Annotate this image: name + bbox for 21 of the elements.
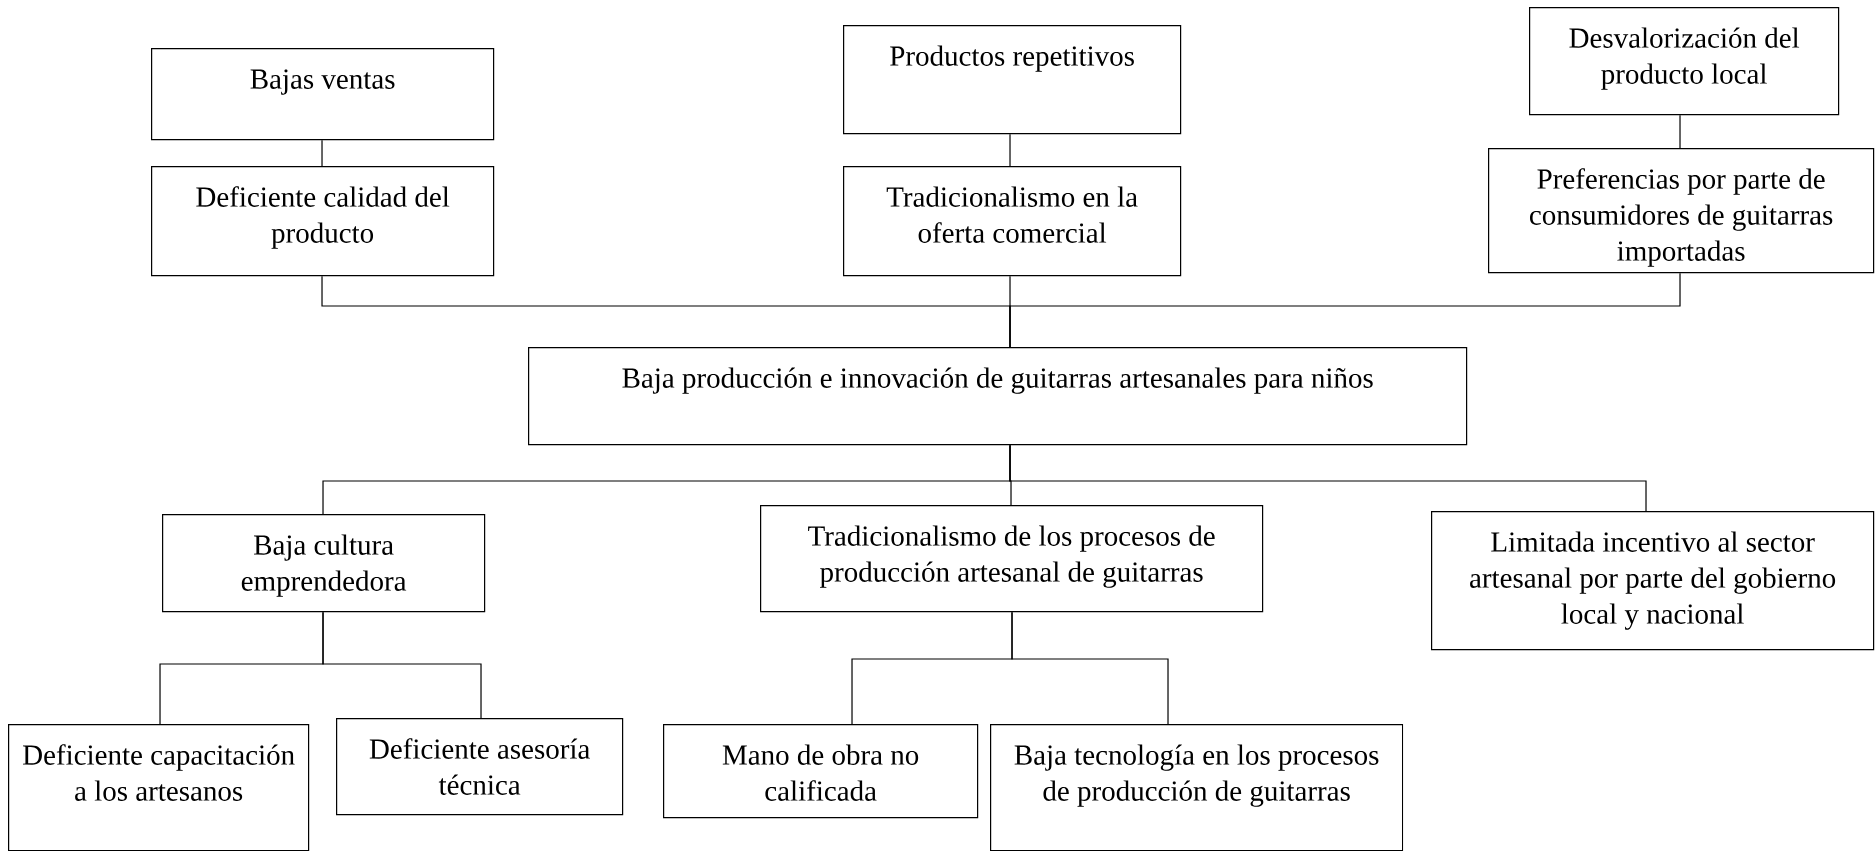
- connector-line: [1009, 272, 1681, 348]
- connector-line: [1009, 444, 1647, 512]
- text-box: Desvalorización del producto local: [1529, 7, 1840, 116]
- connector-line: [321, 139, 323, 167]
- text-box: Baja producción e innovación de guitarras artesanales para niños: [528, 347, 1468, 446]
- connector-line: [1009, 133, 1011, 167]
- text-box: Baja tecnología en los procesos de producción de guitarras: [990, 724, 1404, 851]
- text-box: Deficiente calidad del producto: [151, 166, 495, 277]
- connector-line: [1011, 611, 1169, 725]
- text-box: Deficiente capacitación a los artesanos: [8, 724, 310, 851]
- text-box: Baja cultura emprendedora: [162, 514, 486, 613]
- text-box: Bajas ventas: [151, 48, 495, 141]
- text-box: Tradicionalismo en la oferta comercial: [843, 166, 1182, 277]
- text-box: Deficiente asesoría técnica: [336, 718, 624, 816]
- text-box: Preferencias por parte de consumidores de guitarras importadas: [1488, 148, 1875, 274]
- connector-line: [1679, 114, 1681, 149]
- connector-line: [322, 611, 482, 719]
- text-box: Productos repetitivos: [843, 25, 1182, 135]
- text-box: Mano de obra no calificada: [663, 724, 979, 819]
- text-box: Limitada incentivo al sector artesanal por parte del gobierno local y nacional: [1431, 511, 1875, 651]
- text-box: Tradicionalismo de los procesos de producción artesanal de guitarras: [760, 505, 1264, 613]
